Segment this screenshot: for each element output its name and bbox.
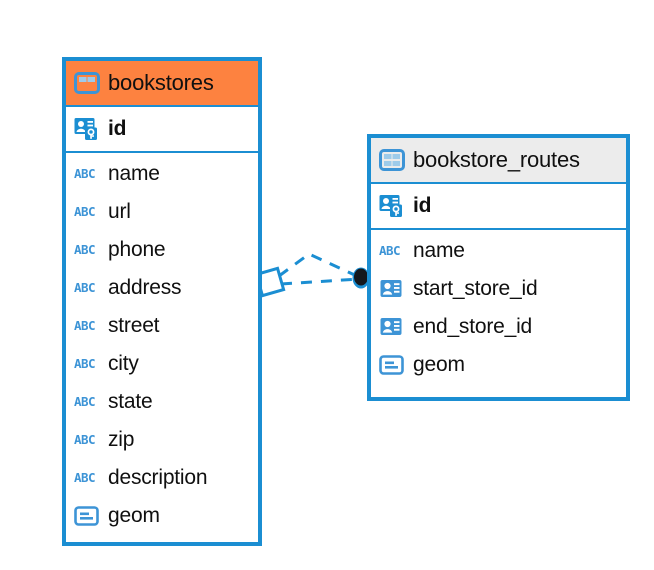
field-row[interactable]: ABC phone [66,231,258,269]
field-label: street [108,314,160,337]
field-row[interactable]: end_store_id [371,308,626,346]
field-label: name [108,162,160,185]
entity-header-bookstores[interactable]: bookstores [66,61,258,107]
field-label: address [108,276,182,299]
abc-text-icon: ABC [379,242,401,258]
abc-text-icon: ABC [74,317,96,333]
foreign-key-icon [379,278,405,300]
field-row-id[interactable]: id [371,184,626,228]
field-row[interactable]: ABC state [66,383,258,421]
primary-key-icon [379,194,405,218]
field-label: phone [108,238,166,261]
field-row[interactable]: ABC street [66,307,258,345]
abc-text-icon: ABC [74,355,96,371]
table-icon [379,149,405,171]
geometry-icon [74,505,100,527]
field-label: url [108,200,131,223]
abc-text-icon: ABC [74,165,96,181]
field-row[interactable]: ABC description [66,459,258,497]
field-row[interactable]: ABC address [66,269,258,307]
abc-text-icon: ABC [74,203,96,219]
field-label: geom [413,353,465,376]
field-row[interactable]: ABC city [66,345,258,383]
abc-text-icon: ABC [74,393,96,409]
field-row[interactable]: ABC url [66,193,258,231]
abc-text-icon: ABC [74,241,96,257]
field-label-id: id [413,194,432,217]
field-row[interactable]: start_store_id [371,270,626,308]
field-label: name [413,239,465,262]
abc-text-icon: ABC [74,279,96,295]
field-label: start_store_id [413,277,538,300]
entity-title-bookstore-routes: bookstore_routes [413,147,580,172]
entity-table-bookstore-routes[interactable]: bookstore_routes [367,134,630,401]
abc-text-icon: ABC [74,431,96,447]
entity-title-bookstores: bookstores [108,70,214,95]
field-label: end_store_id [413,315,533,338]
field-row[interactable]: geom [371,346,626,384]
field-row[interactable]: ABC zip [66,421,258,459]
field-label: state [108,390,153,413]
primary-key-section-bookstores: id [66,107,258,153]
entity-header-bookstore-routes[interactable]: bookstore_routes [371,138,626,184]
field-row[interactable]: ABC name [371,232,626,270]
field-label: geom [108,504,160,527]
primary-key-section-bookstore-routes: id [371,184,626,230]
field-label: zip [108,428,135,451]
field-row[interactable]: ABC name [66,155,258,193]
field-row-id[interactable]: id [66,107,258,151]
relationship-line-upper [278,252,360,279]
relationship-line-lower [280,277,360,286]
field-label: description [108,466,208,489]
relationship-connector[interactable] [254,238,375,310]
field-label: city [108,352,139,375]
field-row[interactable]: geom [66,497,258,535]
entity-table-bookstores[interactable]: bookstores [62,57,262,546]
foreign-key-icon [379,316,405,338]
geometry-icon [379,354,405,376]
field-label-id: id [108,117,127,140]
relationship-circle-endpoint [352,267,370,289]
table-icon [74,72,100,94]
primary-key-icon [74,117,100,141]
abc-text-icon: ABC [74,469,96,485]
